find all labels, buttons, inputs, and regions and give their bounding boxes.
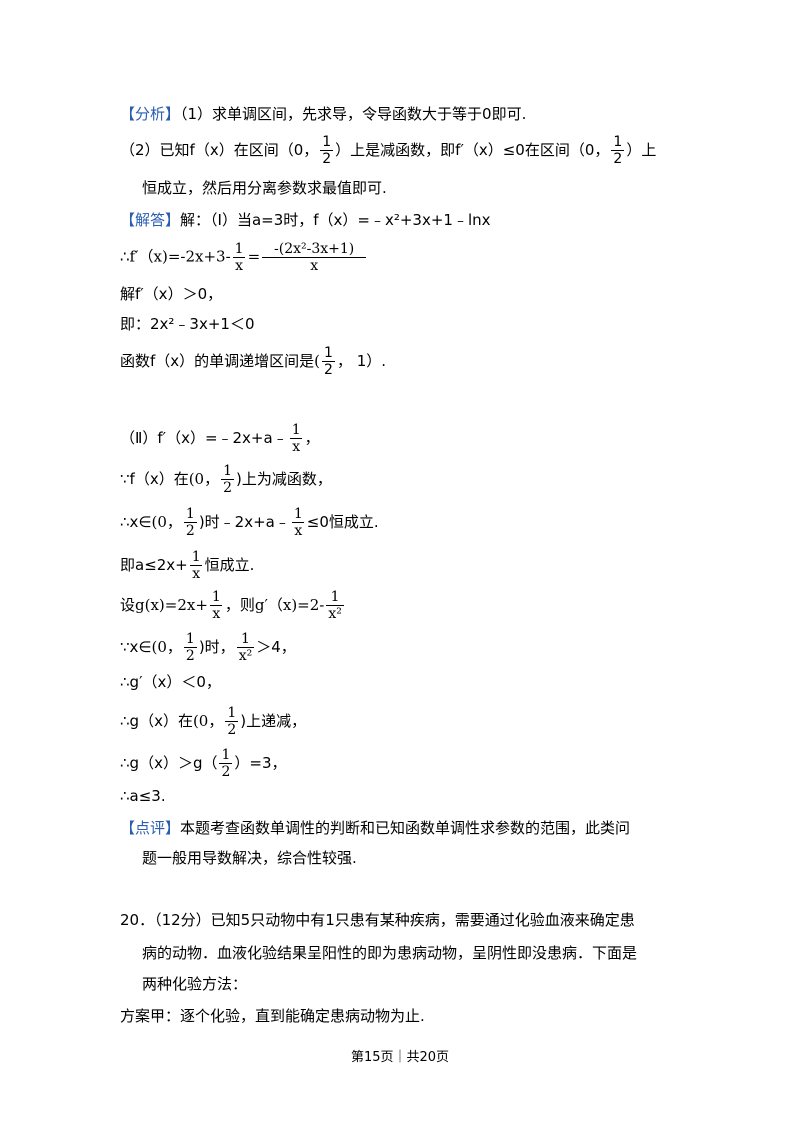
text: ∵f（x）在 — [120, 470, 189, 488]
text: )时， — [198, 638, 235, 656]
text: ∴g（x）＞g（ — [120, 754, 218, 772]
increasing-interval-text: 函数f（x）的单调递增区间是 — [120, 352, 315, 370]
problem20-line-1: 20．（12分）已知5只动物中有1只患有某种疾病，需要通过化验血液来确定患 — [120, 911, 635, 929]
interval-open: (0， — [151, 638, 182, 656]
text: ）=3， — [234, 754, 287, 772]
derivative-text: ∴f′（x)=-2x+3- — [120, 247, 231, 266]
problem20-line-3: 两种化验方法： — [142, 975, 248, 993]
analysis-text-2b: ）上是减函数，即f′（x）≤0在区间（0， — [335, 141, 610, 159]
interval-open: (0， — [192, 712, 224, 730]
text: 即a≤2x+ — [120, 556, 188, 574]
text: 设 — [120, 596, 136, 614]
analysis-text-2c: ）上 — [626, 141, 657, 159]
interval-end: ， 1）. — [336, 352, 387, 370]
solution-line-1: 【解答】解：（Ⅰ）当a=3时，f（x）=﹣x²+3x+1﹣lnx — [120, 210, 491, 230]
text: ＞4， — [256, 638, 296, 656]
analysis-line-1: 【分析】（1）求单调区间，先求导，令导函数大于等于0即可. — [120, 104, 526, 124]
comment-line-2: 题一般用导数解决，综合性较强. — [142, 849, 357, 867]
analysis-line-3: 恒成立，然后用分离参数求最值即可. — [142, 179, 387, 197]
text: ∵x∈ — [120, 638, 152, 656]
part2-line-10: ∴a≤3. — [120, 787, 166, 805]
text: )时﹣2x+a﹣ — [198, 513, 290, 531]
comment-line-1: 【点评】本题考查函数单调性的判断和已知函数单调性求参数的范围，此类问 — [120, 818, 630, 838]
solution-tag: 【解答】 — [120, 211, 181, 229]
g-definition: g(x)=2x+ — [135, 596, 208, 614]
text: 恒成立. — [204, 556, 255, 574]
fraction-derivative: -(2x²-3x+1)x — [262, 242, 367, 273]
comma: ， — [304, 429, 320, 447]
text: )上为减函数， — [236, 470, 332, 488]
page-footer: 第15页｜共20页 — [350, 1050, 450, 1065]
comment-text-1: 本题考查函数单调性的判断和已知函数单调性求参数的范围，此类问 — [180, 819, 631, 837]
solution-text-1: 解：（Ⅰ）当a=3时，f（x）=﹣x²+3x+1﹣lnx — [180, 211, 491, 229]
analysis-tag: 【分析】 — [120, 105, 181, 123]
g-derivative: g′（x)=2- — [254, 596, 325, 614]
text: ，则 — [224, 596, 255, 614]
text: )上递减， — [240, 712, 307, 730]
problem20-line-4: 方案甲：逐个化验，直到能确定患病动物为止. — [120, 1007, 425, 1025]
problem20-line-2: 病的动物．血液化验结果呈阳性的即为患病动物，呈阴性即没患病．下面是 — [142, 944, 638, 962]
text: ≤0恒成立. — [306, 513, 379, 531]
analysis-text-1: （1）求单调区间，先求导，令导函数大于等于0即可. — [180, 105, 527, 123]
comment-tag: 【点评】 — [120, 819, 181, 837]
interval-open: (0， — [151, 513, 182, 531]
solution-line-3: 解f′（x）＞0， — [120, 285, 223, 303]
text: ∴x∈ — [120, 513, 152, 531]
solution-line-4: 即：2x²﹣3x+1＜0 — [120, 315, 255, 333]
text: ∴g（x）在 — [120, 712, 193, 730]
interval-open: (0， — [188, 470, 220, 488]
analysis-text-2a: （2）已知f（x）在区间（0， — [120, 141, 319, 159]
part2-derivative: （Ⅱ）f′（x）=﹣2x+a﹣ — [120, 429, 288, 447]
part2-line-7: ∴g′（x）＜0， — [120, 673, 221, 691]
equals-sign: = — [247, 247, 261, 266]
paren: ( — [314, 352, 321, 370]
